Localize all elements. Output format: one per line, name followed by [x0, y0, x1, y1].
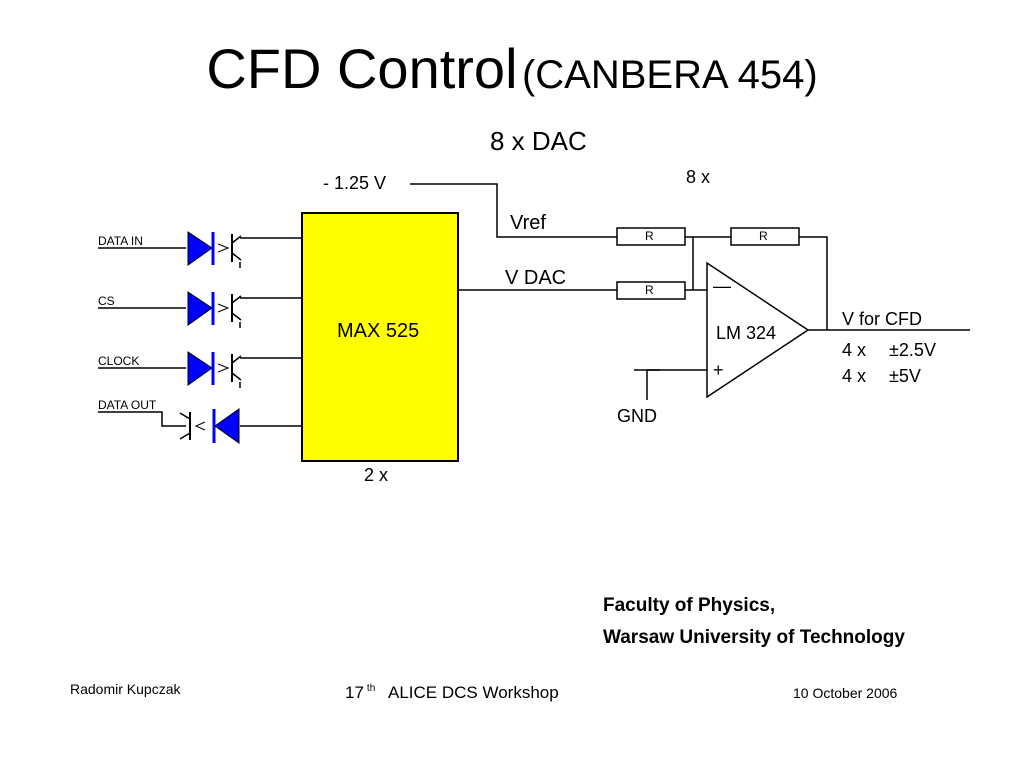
output-range-1: 4 x ±2.5V	[842, 340, 936, 361]
feedback-wire	[799, 236, 828, 330]
resistor-1	[616, 227, 686, 246]
chip-label: MAX 525	[337, 320, 420, 342]
output-range-1-value: 2.5V	[898, 340, 936, 360]
footer-event-suffix: th	[366, 683, 376, 695]
footer-date: 10 October 2006	[793, 685, 898, 701]
resistor-2	[730, 227, 800, 246]
slide-title: CFD Control (CANBERA 454)	[0, 36, 1024, 101]
plusminus-1: ±	[889, 340, 899, 360]
output-range-2-value: 5V	[898, 366, 921, 386]
vref-label: Vref	[510, 212, 546, 234]
affiliation-line-2: Warsaw University of Technology	[603, 627, 905, 648]
multiplier-top-label: 8 x	[686, 167, 711, 187]
resistor-3	[616, 281, 686, 300]
output-range-2: 4 x ±5V	[842, 366, 921, 387]
plusminus-2: ±	[889, 366, 899, 386]
footer-author: Radomir Kupczak	[70, 681, 181, 697]
optocoupler-data-out	[179, 408, 240, 444]
output-range-1-prefix: 4 x	[842, 340, 867, 360]
output-label: V for CFD	[842, 309, 923, 329]
optocoupler-data-in	[187, 231, 242, 266]
footer-event-name: ALICE DCS Workshop	[388, 683, 559, 702]
opamp-label: LM 324	[716, 323, 777, 343]
vdac-label: V DAC	[505, 267, 567, 289]
resistor-2-label: R	[759, 229, 768, 243]
clock-link	[239, 357, 302, 388]
dac-heading: 8 x DAC	[490, 126, 587, 156]
affiliation-line-1: Faculty of Physics,	[603, 595, 776, 616]
ref-voltage-label: - 1.25 V	[323, 173, 387, 193]
opamp-minus-label: —	[713, 276, 731, 296]
ground-wire	[646, 369, 707, 400]
optocoupler-cs	[187, 291, 242, 326]
output-range-2-prefix: 4 x	[842, 366, 867, 386]
opto-label-data-in: DATA IN	[98, 234, 143, 248]
chip-count-label: 2 x	[364, 465, 389, 485]
opto-label-cs: CS	[98, 294, 115, 308]
cs-link	[239, 297, 302, 328]
title-subtitle: (CANBERA 454)	[521, 53, 818, 97]
footer-event-number: 17	[345, 683, 364, 702]
gnd-label: GND	[617, 406, 657, 426]
resistor-1-label: R	[645, 229, 654, 243]
max525-chip	[301, 212, 459, 462]
optocoupler-clock	[187, 351, 242, 386]
title-main: CFD Control	[206, 37, 518, 100]
lm324-opamp	[706, 261, 810, 399]
data-in-link	[239, 237, 302, 268]
data-out-line	[98, 411, 186, 427]
opamp-plus-label: +	[713, 360, 724, 380]
vref-wire	[410, 183, 617, 238]
opto-label-clock: CLOCK	[98, 354, 140, 368]
resistor-3-label: R	[645, 283, 654, 297]
opto-label-data-out: DATA OUT	[98, 398, 157, 412]
